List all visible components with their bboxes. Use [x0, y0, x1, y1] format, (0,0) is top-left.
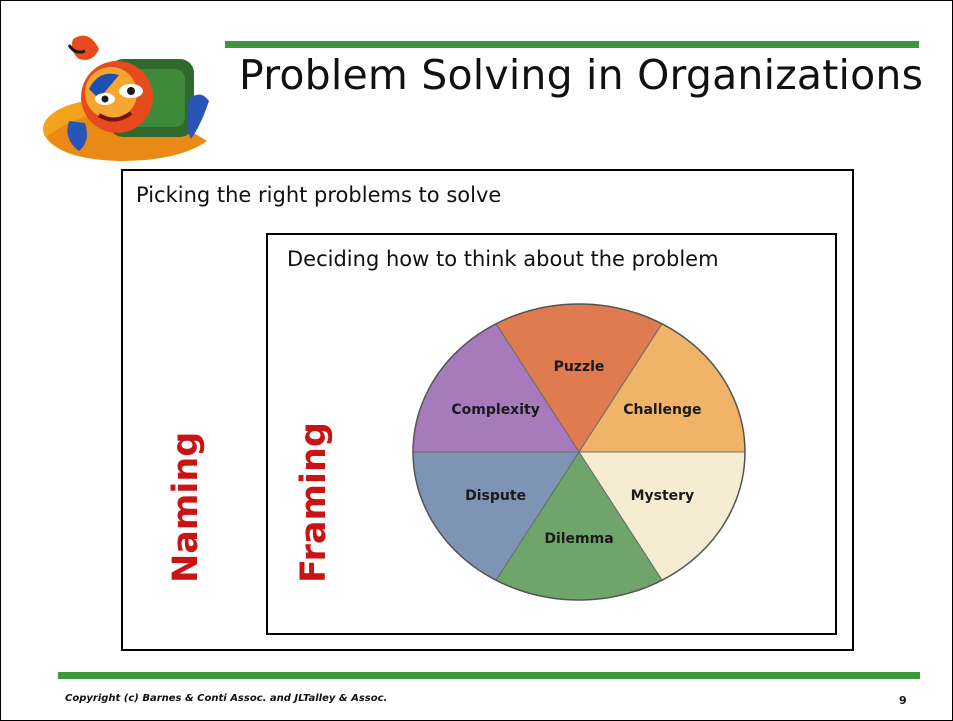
naming-vertical-label: Naming: [166, 431, 206, 583]
title-rule: [225, 41, 919, 48]
wheel-label-mystery: Mystery: [631, 488, 695, 504]
wheel-label-puzzle: Puzzle: [554, 359, 605, 375]
wheel-outline: [412, 303, 746, 601]
wheel-label-complexity: Complexity: [451, 402, 539, 418]
footer-rule: [58, 672, 920, 679]
slide-title: Problem Solving in Organizations: [239, 51, 924, 99]
wheel-label-dispute: Dispute: [465, 488, 526, 504]
naming-box-label: Picking the right problems to solve: [136, 183, 502, 207]
mascot-logo-icon: [43, 35, 209, 161]
framing-box-label: Deciding how to think about the problem: [287, 247, 719, 271]
framing-vertical-label: Framing: [294, 422, 334, 583]
copyright-text: Copyright (c) Barnes & Conti Assoc. and …: [65, 693, 388, 704]
wheel-label-challenge: Challenge: [623, 402, 701, 418]
page-number: 9: [899, 694, 907, 707]
wheel-label-dilemma: Dilemma: [544, 531, 613, 547]
